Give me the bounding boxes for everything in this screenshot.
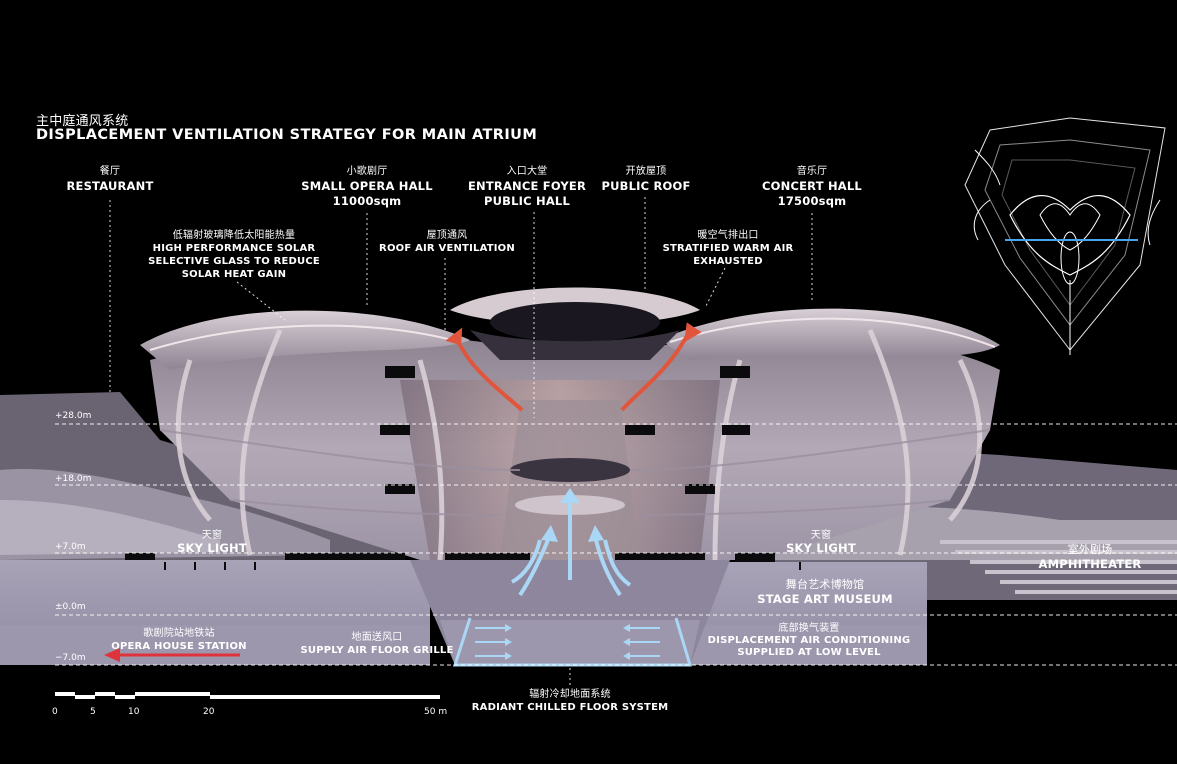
level-label-0: ±0.0m bbox=[55, 602, 86, 612]
skylight-right-zh: 天窗 bbox=[810, 530, 832, 541]
annotation-warm-exhaust: 暖空气排出口 STRATIFIED WARM AIR EXHAUSTED bbox=[663, 229, 794, 268]
chilled-floor-tray bbox=[452, 617, 693, 667]
annotation-displacement-ac: 底部换气装置 DISPLACEMENT AIR CONDITIONING SUP… bbox=[708, 623, 911, 659]
foyer-zh: 入口大堂 bbox=[506, 166, 548, 177]
station-zh: 歌剧院站地铁站 bbox=[143, 628, 215, 639]
label-small-opera-hall: 小歌剧厅 SMALL OPERA HALL 11000sqm bbox=[301, 164, 433, 209]
cool-air-arrows bbox=[510, 500, 632, 597]
roof-vent-zh: 屋顶通风 bbox=[426, 230, 468, 241]
label-public-roof: 开放屋顶 PUBLIC ROOF bbox=[601, 164, 690, 194]
restaurant-zh: 餐厅 bbox=[99, 166, 121, 177]
exhaust-line-2: EXHAUSTED bbox=[693, 256, 763, 267]
scale-tick-5: 5 bbox=[90, 707, 96, 717]
skylight-left-en: SKY LIGHT bbox=[177, 541, 247, 555]
amphitheater-steps bbox=[940, 540, 1177, 594]
opera-en: SMALL OPERA HALL bbox=[301, 179, 433, 193]
floor-zh: 辐射冷却地面系统 bbox=[529, 689, 611, 700]
low-level-supply bbox=[475, 627, 660, 657]
level-lines bbox=[55, 423, 1177, 666]
displacement-line-2: SUPPLIED AT LOW LEVEL bbox=[737, 647, 881, 658]
annotation-skylight-left: 天窗 SKY LIGHT bbox=[177, 529, 247, 555]
label-concert-hall: 音乐厅 CONCERT HALL 17500sqm bbox=[762, 164, 862, 209]
glass-zh: 低辐射玻璃降低太阳能热量 bbox=[172, 230, 296, 241]
glass-line-3: SOLAR HEAT GAIN bbox=[181, 269, 287, 280]
floor-en: RADIANT CHILLED FLOOR SYSTEM bbox=[471, 702, 669, 713]
opera-zh: 小歌剧厅 bbox=[346, 166, 388, 177]
glass-line-1: HIGH PERFORMANCE SOLAR bbox=[152, 243, 316, 254]
level-label-7: +7.0m bbox=[55, 542, 86, 552]
leader-lines bbox=[109, 197, 813, 685]
concert-zh: 音乐厅 bbox=[796, 166, 828, 177]
exhaust-line-1: STRATIFIED WARM AIR bbox=[662, 243, 794, 254]
grille-en: SUPPLY AIR FLOOR GRILLE bbox=[300, 645, 454, 656]
scale-bar bbox=[55, 692, 440, 699]
annotation-roof-ventilation: 屋顶通风 ROOF AIR VENTILATION bbox=[379, 229, 515, 255]
exhaust-zh: 暖空气排出口 bbox=[697, 230, 759, 241]
scale-tick-10: 10 bbox=[128, 707, 140, 717]
museum-en: STAGE ART MUSEUM bbox=[757, 592, 893, 606]
foyer-en: ENTRANCE FOYER bbox=[467, 179, 587, 193]
grille-zh: 地面送风口 bbox=[351, 632, 403, 643]
site-plan bbox=[964, 117, 1166, 355]
level-label-28: +28.0m bbox=[55, 411, 92, 421]
scale-tick-0: 0 bbox=[52, 707, 58, 717]
glass-line-2: SELECTIVE GLASS TO REDUCE bbox=[148, 256, 320, 267]
displacement-zh: 底部换气装置 bbox=[778, 623, 840, 634]
roof-vent-en: ROOF AIR VENTILATION bbox=[379, 243, 515, 254]
annotation-stage-art-museum: 舞台艺术博物馆 STAGE ART MUSEUM bbox=[757, 577, 892, 607]
displacement-line-1: DISPLACEMENT AIR CONDITIONING bbox=[707, 635, 911, 646]
roof-en: PUBLIC ROOF bbox=[601, 179, 691, 193]
level-label-18: +18.0m bbox=[55, 474, 92, 484]
label-entrance-foyer: 入口大堂 ENTRANCE FOYER PUBLIC HALL bbox=[468, 164, 586, 209]
concert-area: 17500sqm bbox=[777, 194, 847, 208]
title-zh: 主中庭通风系统 bbox=[36, 114, 129, 129]
skylight-right-en: SKY LIGHT bbox=[786, 541, 856, 555]
level-label-minus-7: −7.0m bbox=[55, 653, 86, 663]
skylight-left-zh: 天窗 bbox=[201, 530, 223, 541]
page-title: DISPLACEMENT VENTILATION STRATEGY FOR MA… bbox=[36, 127, 538, 143]
label-restaurant: 餐厅 RESTAURANT bbox=[66, 164, 153, 194]
amphitheater-en: AMPHITHEATER bbox=[1038, 557, 1142, 571]
annotation-radiant-floor: 辐射冷却地面系统 RADIANT CHILLED FLOOR SYSTEM bbox=[472, 688, 669, 714]
roof-shell-right bbox=[660, 308, 1000, 360]
annotation-supply-grille: 地面送风口 SUPPLY AIR FLOOR GRILLE bbox=[301, 631, 454, 657]
scale-tick-20: 20 bbox=[203, 707, 215, 717]
restaurant-en: RESTAURANT bbox=[66, 179, 154, 193]
foyer-extra: PUBLIC HALL bbox=[484, 194, 570, 208]
annotation-solar-glass: 低辐射玻璃降低太阳能热量 HIGH PERFORMANCE SOLAR SELE… bbox=[148, 229, 320, 281]
amphitheater-zh: 室外剧场 bbox=[1067, 543, 1113, 556]
concert-en: CONCERT HALL bbox=[762, 179, 862, 193]
scale-tick-50: 50 m bbox=[424, 707, 448, 717]
warm-air-arrows bbox=[453, 329, 692, 412]
museum-zh: 舞台艺术博物馆 bbox=[785, 578, 865, 591]
annotation-skylight-right: 天窗 SKY LIGHT bbox=[786, 529, 856, 555]
roof-shell-left bbox=[140, 310, 470, 370]
roof-zh: 开放屋顶 bbox=[625, 166, 667, 177]
station-arrow bbox=[104, 648, 240, 662]
annotation-amphitheater: 室外剧场 AMPHITHEATER bbox=[1039, 542, 1142, 572]
annotation-opera-house-station: 歌剧院站地铁站 OPERA HOUSE STATION bbox=[111, 627, 247, 653]
station-en: OPERA HOUSE STATION bbox=[111, 641, 247, 652]
opera-area: 11000sqm bbox=[332, 194, 402, 208]
